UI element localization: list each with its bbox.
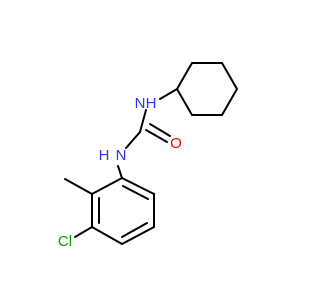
- atom-chlorine: Cl: [58, 233, 72, 250]
- bond-carbonyl-oxygen-2: [149, 123, 171, 137]
- bond-c1-c2: [176, 62, 193, 90]
- atom-nh-bottom-h: H: [99, 147, 110, 164]
- bond-ar3-ar4: [121, 226, 155, 245]
- bond-ar1-ar2: [121, 177, 155, 195]
- bond-n2-aryl: [117, 165, 123, 179]
- molecule-structure: H N N H O Cl: [58, 62, 238, 250]
- bond-ar-inner-2: [121, 222, 148, 238]
- bond-ar-inner-1: [122, 185, 149, 200]
- bond-n1-carbonyl: [139, 109, 147, 133]
- bond-ar4-ar5: [91, 226, 123, 245]
- atom-nh-top: H: [146, 95, 157, 112]
- atom-nh-top-h: H: [146, 95, 157, 112]
- bond-c6-c1: [176, 88, 193, 116]
- bond-methyl: [64, 178, 93, 195]
- bond-ar6-ar1: [91, 177, 123, 195]
- bond-c4-c5: [221, 88, 238, 116]
- bond-chlorine: [74, 226, 93, 238]
- bond-carbonyl-oxygen-1: [145, 129, 168, 143]
- bond-c3-c4: [221, 62, 238, 90]
- bond-n1-ring: [159, 88, 178, 100]
- atom-nh-top-n: N: [135, 95, 146, 112]
- atom-nh-bottom-n: N: [116, 147, 127, 164]
- bond-carbonyl-n2: [125, 131, 141, 149]
- atom-labels: H N N H O Cl: [58, 95, 182, 250]
- atom-oxygen: O: [170, 135, 182, 152]
- bonds: [64, 62, 238, 245]
